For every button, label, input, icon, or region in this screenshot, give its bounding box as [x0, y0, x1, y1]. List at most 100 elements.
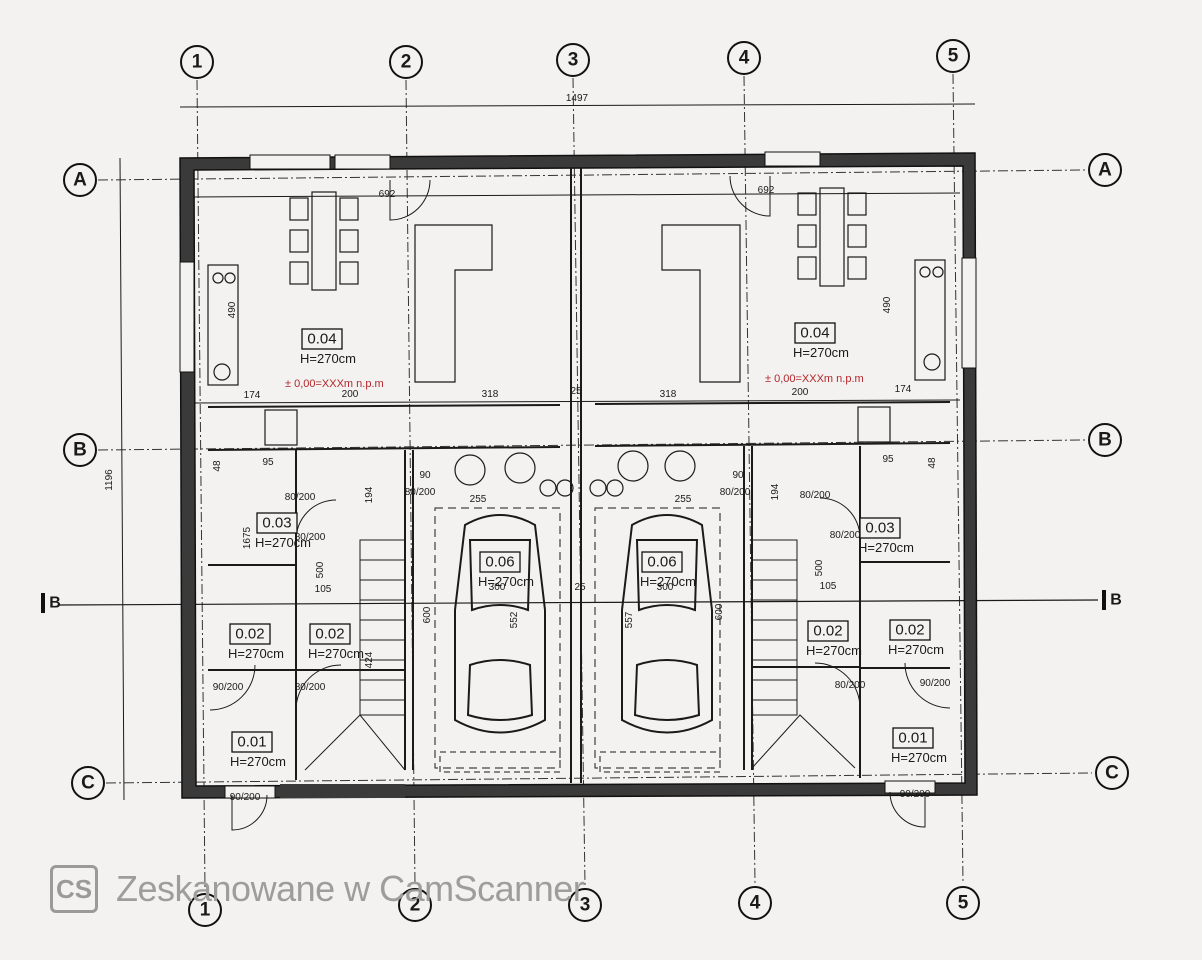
grid-label-5: 5 [958, 893, 969, 914]
dimension-label: 318 [660, 389, 677, 400]
dimension-label: 174 [895, 384, 912, 395]
dimension-label: 490 [882, 296, 893, 313]
room-number: 0.03 [865, 520, 894, 537]
room-height: H=270cm [858, 540, 914, 555]
dimension-label: 105 [820, 581, 837, 592]
watermark-text: Zeskanowane w CamScanner [116, 868, 585, 909]
dimension-label: 48 [212, 460, 223, 472]
grid-bubble-C [1095, 756, 1129, 790]
dimension-label: 692 [758, 185, 775, 196]
room-number: 0.06 [485, 554, 514, 571]
room-number-box [231, 731, 273, 753]
door-size-label: 80/200 [830, 530, 861, 541]
door-size-label: 80/200 [285, 492, 316, 503]
grid-label-B: B [73, 440, 87, 461]
garages [434, 507, 721, 773]
room-height: H=270cm [640, 574, 696, 589]
dimension-label: 500 [315, 561, 326, 578]
door-size-label: 90/200 [213, 682, 244, 693]
dimension-label: 255 [675, 494, 692, 505]
grid-bubble-5 [936, 39, 970, 73]
dimension-label: 90 [732, 470, 744, 481]
grid-bubble-2 [398, 888, 432, 922]
grid-label-4: 4 [739, 48, 750, 69]
grid-label-3: 3 [568, 50, 579, 71]
dimension-label: 255 [470, 494, 487, 505]
door-swings [209, 175, 951, 831]
room-number: 0.04 [800, 325, 829, 342]
room-height: H=270cm [793, 345, 849, 360]
room-height: H=270cm [230, 754, 286, 769]
dimension-label: 95 [882, 454, 894, 465]
grid-label-2: 2 [410, 895, 421, 916]
dimension-total-depth: 1196 [104, 469, 115, 491]
grid-bubble-3 [568, 888, 602, 922]
outer-walls [179, 151, 978, 799]
door-size-label: 80/200 [405, 487, 436, 498]
grid-bubble-4 [727, 41, 761, 75]
grid-label-1: 1 [200, 900, 211, 921]
section-label: B [1110, 592, 1122, 609]
grid-bubble-3 [556, 43, 590, 77]
grid-label-3: 3 [580, 895, 591, 916]
room-number-box [794, 322, 836, 344]
stairs [304, 539, 856, 771]
room-height: H=270cm [228, 646, 284, 661]
room-number-box [309, 623, 351, 645]
room-number-box [889, 619, 931, 641]
car-right [621, 514, 713, 734]
dimension-label: 490 [227, 301, 238, 318]
section-label: B [49, 595, 61, 612]
grid-label-5: 5 [948, 46, 959, 67]
dimension-label: 200 [342, 389, 359, 400]
dimension-label: 200 [792, 387, 809, 398]
dimension-label: 300 [657, 582, 674, 593]
grid-bubble-A [63, 163, 97, 197]
grid-label-4: 4 [750, 893, 761, 914]
dimension-label: 174 [244, 390, 261, 401]
grid-label-B: B [1098, 430, 1112, 451]
room-number-box [301, 328, 343, 350]
room-number: 0.06 [647, 554, 676, 571]
dimension-label: 600 [714, 603, 725, 620]
room-height: H=270cm [478, 574, 534, 589]
grid-label-C: C [81, 773, 95, 794]
door-size-label: 80/200 [720, 487, 751, 498]
dimension-label: 194 [770, 483, 781, 500]
grid-bubble-1 [188, 893, 222, 927]
room-number: 0.02 [235, 626, 264, 643]
door-size-label: 80/200 [295, 682, 326, 693]
door-size-label: 90/200 [920, 678, 951, 689]
dimension-label: 95 [262, 457, 274, 468]
door-size-label: 90/200 [230, 792, 261, 803]
dimension-label: 1675 [242, 526, 253, 549]
interior-walls [207, 168, 951, 783]
grid-bubble-1 [180, 45, 214, 79]
grid-bubble-B [1088, 423, 1122, 457]
dimension-label: 300 [489, 582, 506, 593]
room-number: 0.02 [895, 622, 924, 639]
car-left [454, 514, 546, 734]
room-number: 0.03 [262, 515, 291, 532]
dimension-label: 25 [574, 582, 586, 593]
room-number: 0.04 [307, 331, 336, 348]
dimension-label: 25 [570, 386, 582, 397]
room-number-box [479, 551, 521, 573]
dimension-label: 48 [927, 457, 938, 469]
dimension-label: 552 [509, 611, 520, 628]
grid-label-A: A [73, 170, 87, 191]
dimension-label: 424 [364, 651, 375, 668]
room-height: H=270cm [806, 643, 862, 658]
grid-lines [97, 73, 1093, 891]
room-number: 0.01 [237, 734, 266, 751]
door-size-label: 80/200 [800, 490, 831, 501]
grid-bubble-4 [738, 886, 772, 920]
section-marker [1102, 590, 1106, 610]
furniture [207, 187, 946, 497]
section-marker [41, 593, 45, 613]
dimension-label: 500 [814, 559, 825, 576]
room-number: 0.02 [813, 623, 842, 640]
elevation-mark: ± 0,00=XXXm n.p.m [285, 378, 384, 390]
